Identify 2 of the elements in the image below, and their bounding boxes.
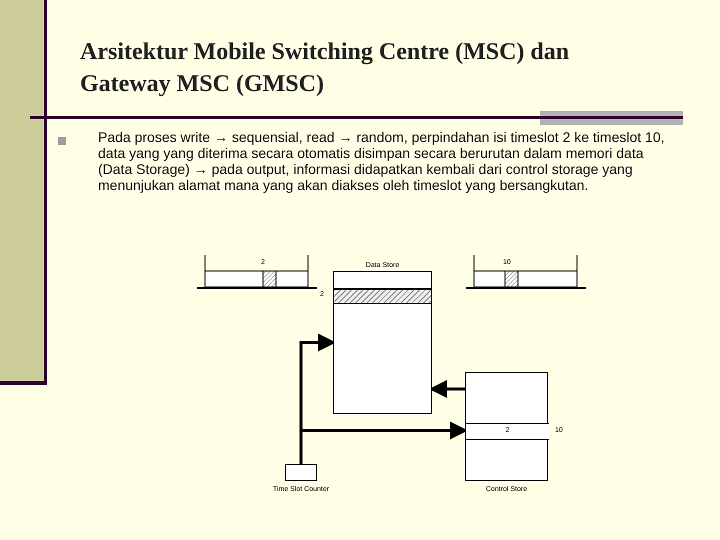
slide-title: Arsitektur Mobile Switching Centre (MSC) dan Gateway MSC (GMSC) [80,38,570,99]
bullet-text: Pada proses write → sequensial, read → random, perpindahan isi timeslot 2 ke timeslot 10, data yang yang diterima secara otomatis disimpan secara berurutan dalam memori data (Data Storage) → pada output, informasi didapatkan kembali dari control storage yang menunjukan alamat mana yang akan diakses oleh timeslot yang bersangkutan. [98,129,666,193]
